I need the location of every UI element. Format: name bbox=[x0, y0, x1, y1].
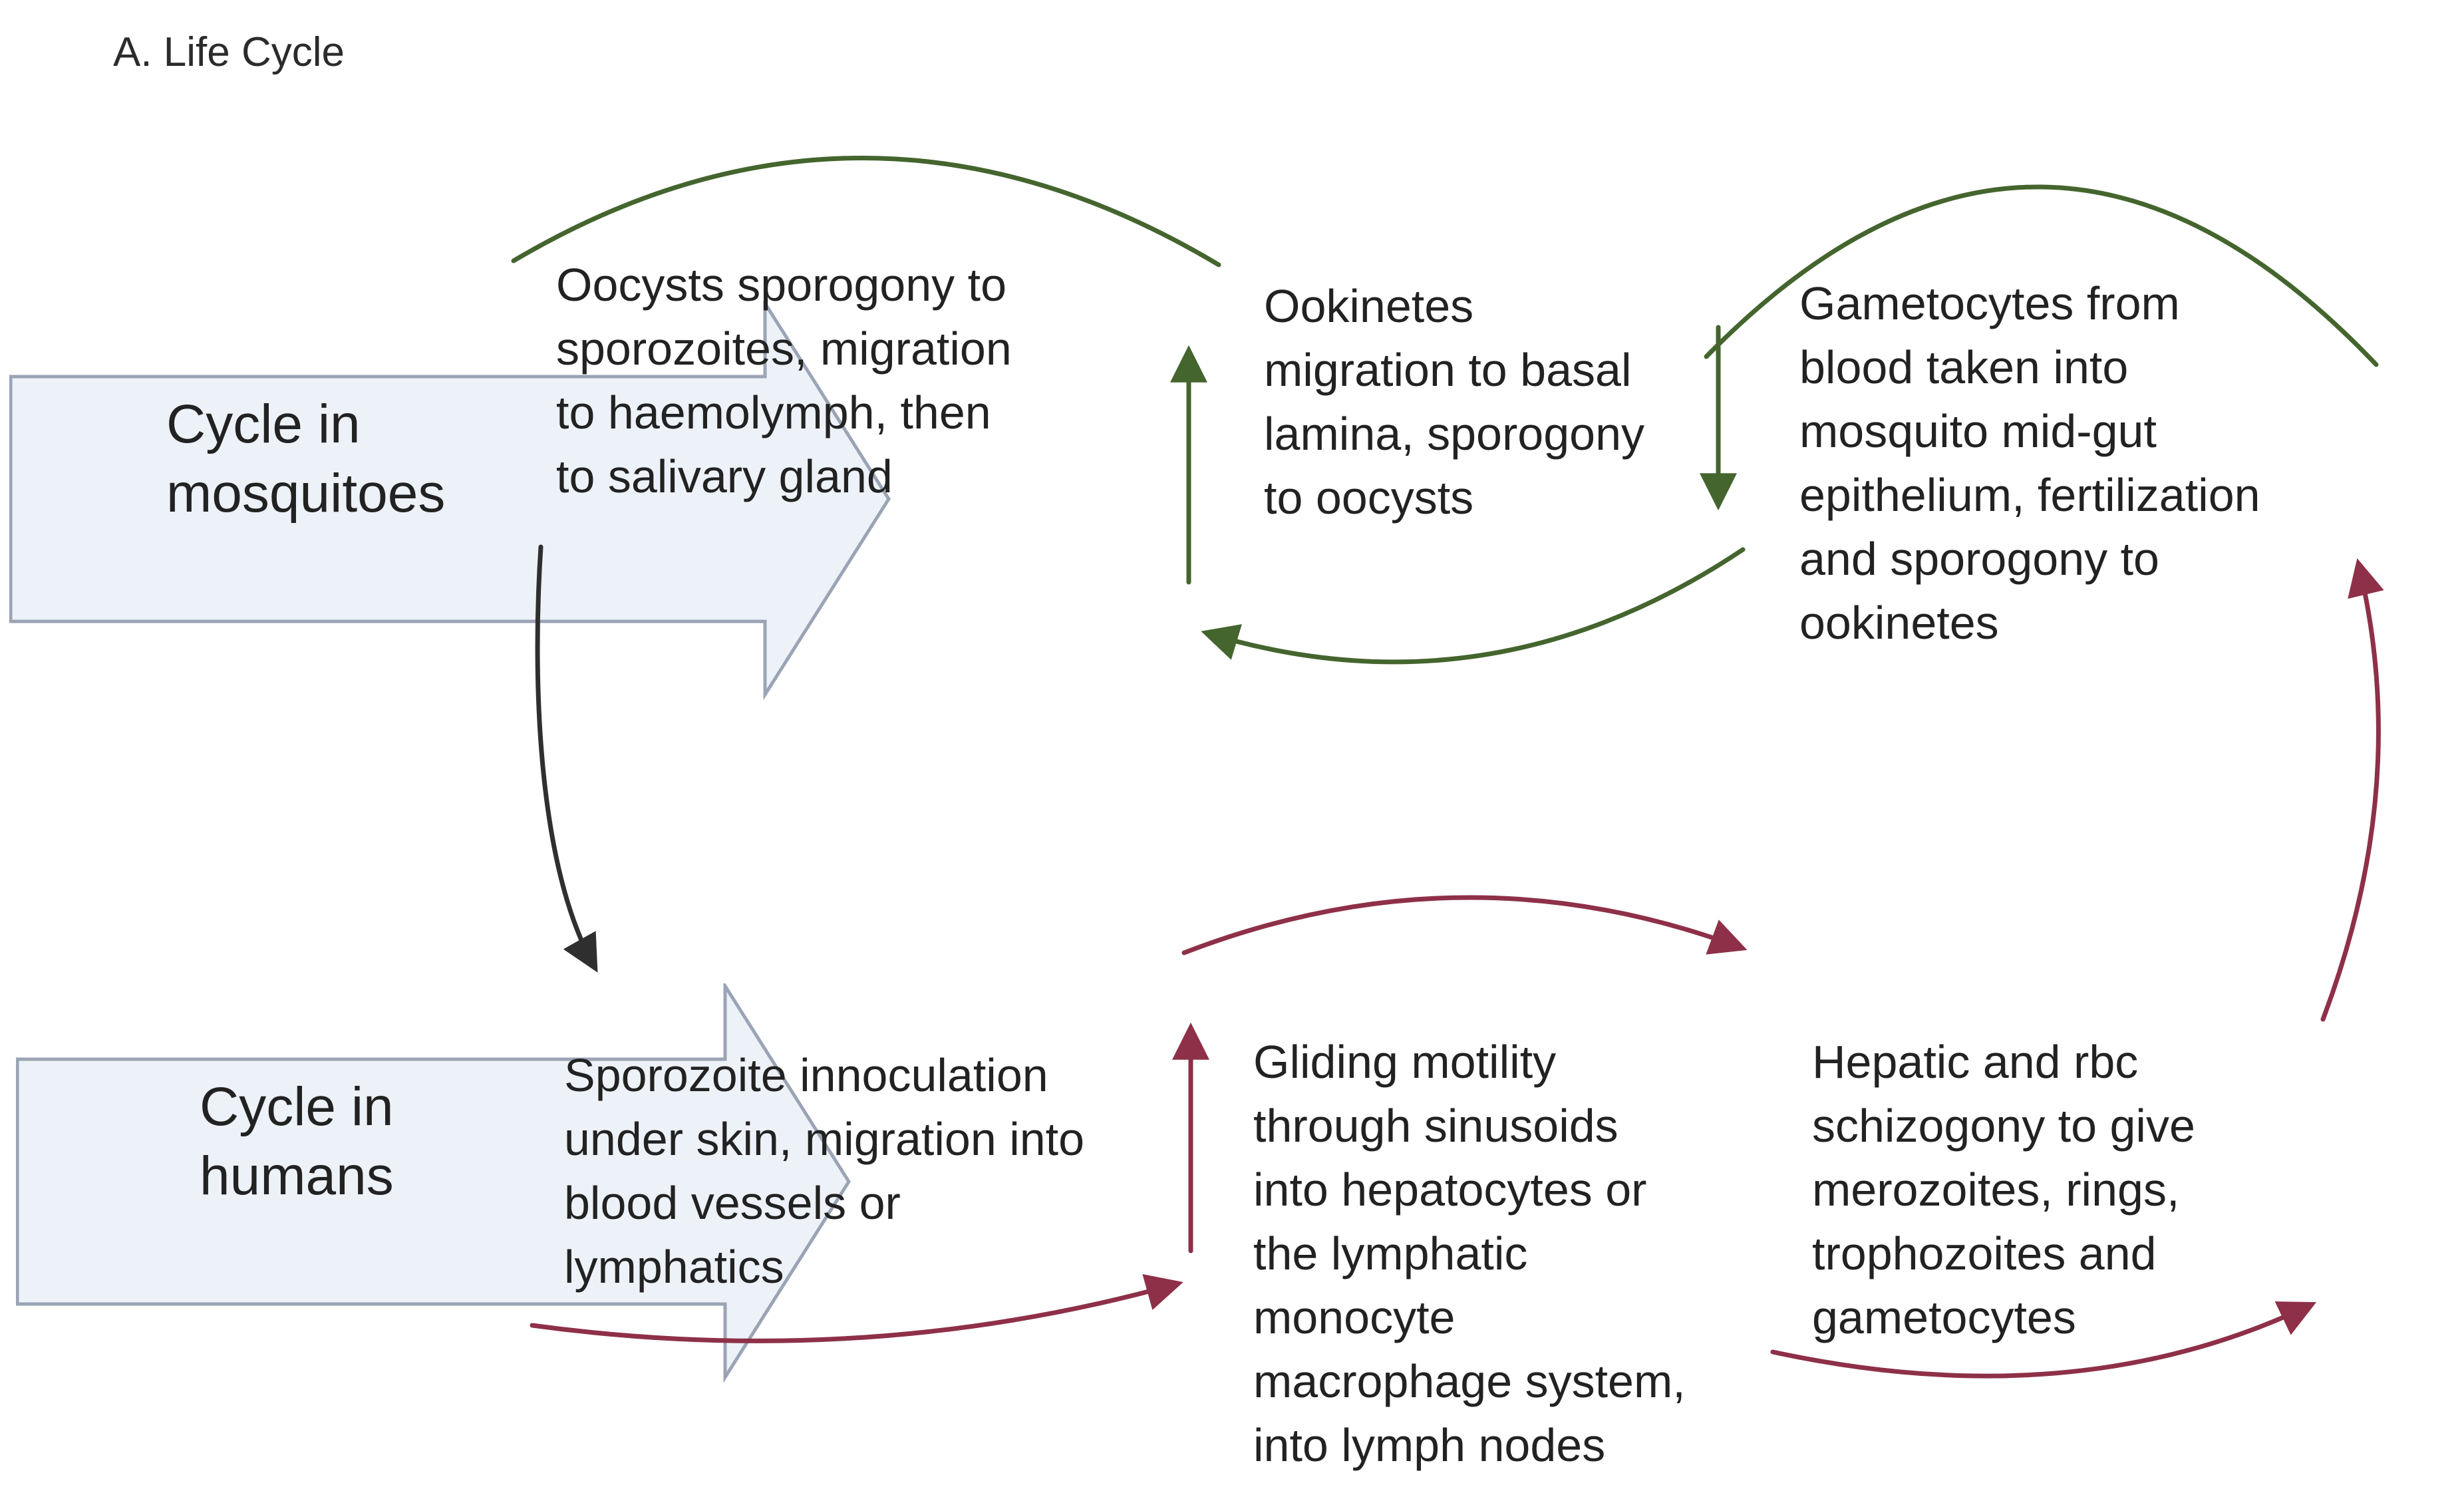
arc-sporozoite-to-gliding-bottom-icon bbox=[530, 1274, 1183, 1343]
mosquito-cycle-arrow-polygon bbox=[9, 301, 891, 700]
node-sporozoite-innoculation: Sporozoite innoculation under skin, migr… bbox=[564, 1049, 1085, 1293]
arrow-hepatic-to-gametocytes-up-icon bbox=[2320, 558, 2384, 1022]
mosquito-cycle-label: Cycle in mosquitoes bbox=[166, 394, 446, 524]
node-oocysts-sporogony: Oocysts sporogony to sporozoites, migrat… bbox=[556, 259, 1012, 502]
arc-gliding-to-hepatic-top-icon bbox=[1181, 895, 1748, 955]
human-cycle-label: Cycle in humans bbox=[200, 1077, 394, 1206]
node-ookinetes-migration: Ookinetes migration to basal lamina, spo… bbox=[1264, 280, 1644, 524]
node-gliding-motility: Gliding motility through sinusoids into … bbox=[1253, 1036, 1686, 1471]
human-cycle-arrow-polygon bbox=[16, 983, 851, 1383]
arc-oocysts-top-icon bbox=[511, 156, 1221, 267]
mosquito-cycle-arrow-shape bbox=[9, 301, 891, 700]
arrow-mosquito-to-human-icon bbox=[535, 544, 598, 973]
arc-gametocytes-top-icon bbox=[1704, 184, 2379, 367]
page-title: A. Life Cycle bbox=[113, 29, 345, 75]
node-gametocytes-mosquito: Gametocytes from blood taken into mosqui… bbox=[1799, 277, 2260, 649]
node-hepatic-schizogony: Hepatic and rbc schizogony to give meroz… bbox=[1812, 1036, 2195, 1343]
human-cycle-arrow-shape bbox=[16, 983, 851, 1383]
arc-gametocytes-to-ookinetes-bottom-icon bbox=[1201, 547, 1746, 665]
arc-gliding-to-hepatic-bottom-icon bbox=[1770, 1301, 2317, 1379]
